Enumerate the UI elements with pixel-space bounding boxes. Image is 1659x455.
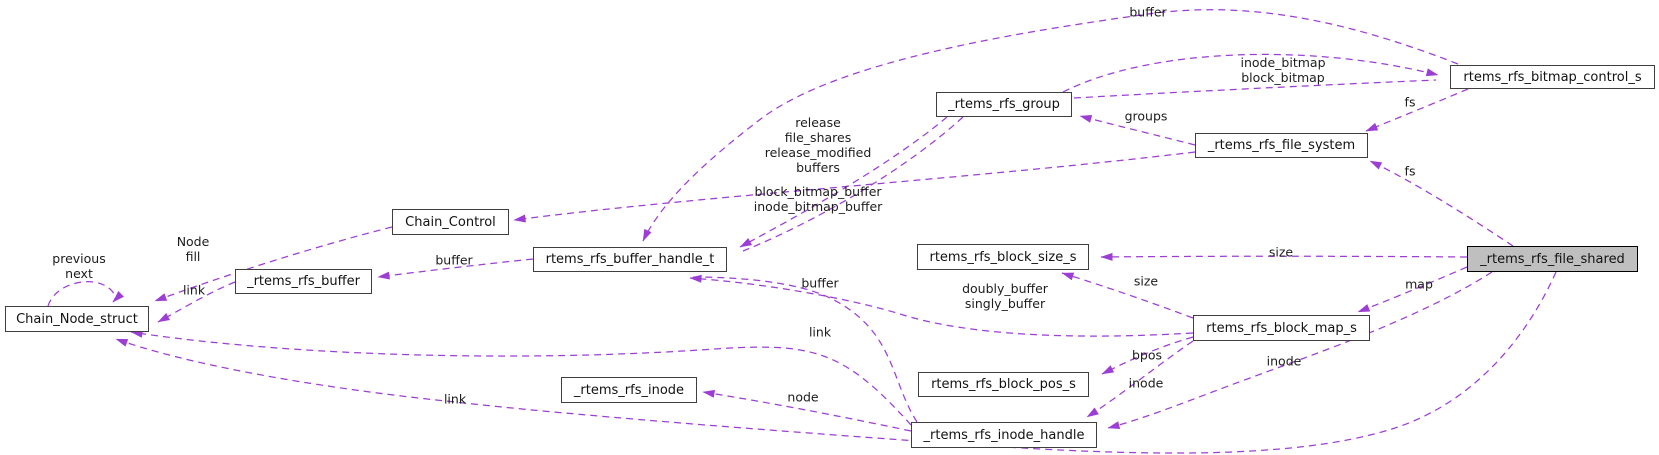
node-rtems-rfs-block-size-s[interactable]: rtems_rfs_block_size_s [917,244,1089,270]
edge-file-shared-to-inode-handle [1107,271,1493,429]
edge-file-shared-to-block-size [1100,252,1468,261]
node-rtems-rfs-inode[interactable]: _rtems_rfs_inode [561,377,697,403]
edge-label-size-mid: size [1133,273,1159,289]
node-chain-node-struct[interactable]: Chain_Node_struct [5,306,149,332]
edge-label-buffer-left: buffer [435,252,473,268]
edge-label-inode-mid: inode [1128,375,1164,391]
edge-file-system-to-chain-control [513,151,1196,223]
edge-label-link-buffer: link [182,282,206,298]
edge-block-map-to-block-pos [1101,336,1194,375]
edge-bitmap-control-to-buffer-handle [642,9,1459,242]
node-rtems-rfs-group[interactable]: _rtems_rfs_group [936,92,1072,117]
edge-inode-handle-to-chain-node [130,329,912,426]
edge-label-inode-right: inode [1266,353,1302,369]
edge-file-shared-to-chain-node [115,271,1557,454]
edge-label-node: node [787,389,819,405]
edge-file-system-to-group [1079,115,1196,146]
edge-label-buffer-mid: buffer [801,275,839,291]
edge-chain-node-self-loop [47,281,124,307]
node-rtems-rfs-block-map-s[interactable]: rtems_rfs_block_map_s [1193,315,1370,341]
node-rtems-rfs-file-shared: _rtems_rfs_file_shared [1467,246,1638,272]
edge-label-buffer-top: buffer [1129,4,1167,20]
edge-label-link-bottom: link [443,391,467,407]
edge-block-map-to-inode-handle [1086,340,1194,418]
edge-label-fs-lower: fs [1404,163,1416,179]
edge-inode-handle-to-inode [702,389,912,432]
edge-block-map-to-block-size [1061,272,1194,319]
edge-group-to-bitmap-control-a [1062,53,1439,93]
edge-label-fs-upper: fs [1404,94,1416,110]
node-rtems-rfs-block-pos-s[interactable]: rtems_rfs_block_pos_s [918,372,1089,397]
edge-group-to-buffer-handle-a [739,116,948,248]
edge-chain-control-to-chain-node [154,226,393,302]
edge-block-map-to-buffer-handle [689,274,1194,337]
node-rtems-rfs-file-system[interactable]: _rtems_rfs_file_system [1195,133,1368,158]
node-rtems-rfs-buffer[interactable]: _rtems_rfs_buffer [235,269,372,294]
edge-inode-handle-to-buffer-handle [691,276,918,423]
edge-label-size-right: size [1268,244,1294,260]
edge-file-shared-to-block-map [1357,266,1468,313]
node-rtems-rfs-inode-handle[interactable]: _rtems_rfs_inode_handle [911,422,1097,448]
edge-bitmap-control-to-file-system [1365,88,1469,132]
node-rtems-rfs-buffer-handle-t[interactable]: rtems_rfs_buffer_handle_t [533,247,727,272]
node-rtems-rfs-bitmap-control-s[interactable]: rtems_rfs_bitmap_control_s [1450,65,1655,89]
edge-buffer-to-chain-node [157,281,236,323]
edge-label-groups: groups [1124,108,1168,124]
edge-label-bpos: bpos [1131,347,1163,363]
edge-file-shared-to-file-system [1369,160,1514,247]
edge-buffer-handle-to-buffer [377,258,534,280]
node-chain-control[interactable]: Chain_Control [392,209,509,235]
edge-group-to-bitmap-control-b [1073,79,1437,99]
edge-label-map: map [1405,276,1433,292]
edge-label-link-mid: link [808,324,832,340]
